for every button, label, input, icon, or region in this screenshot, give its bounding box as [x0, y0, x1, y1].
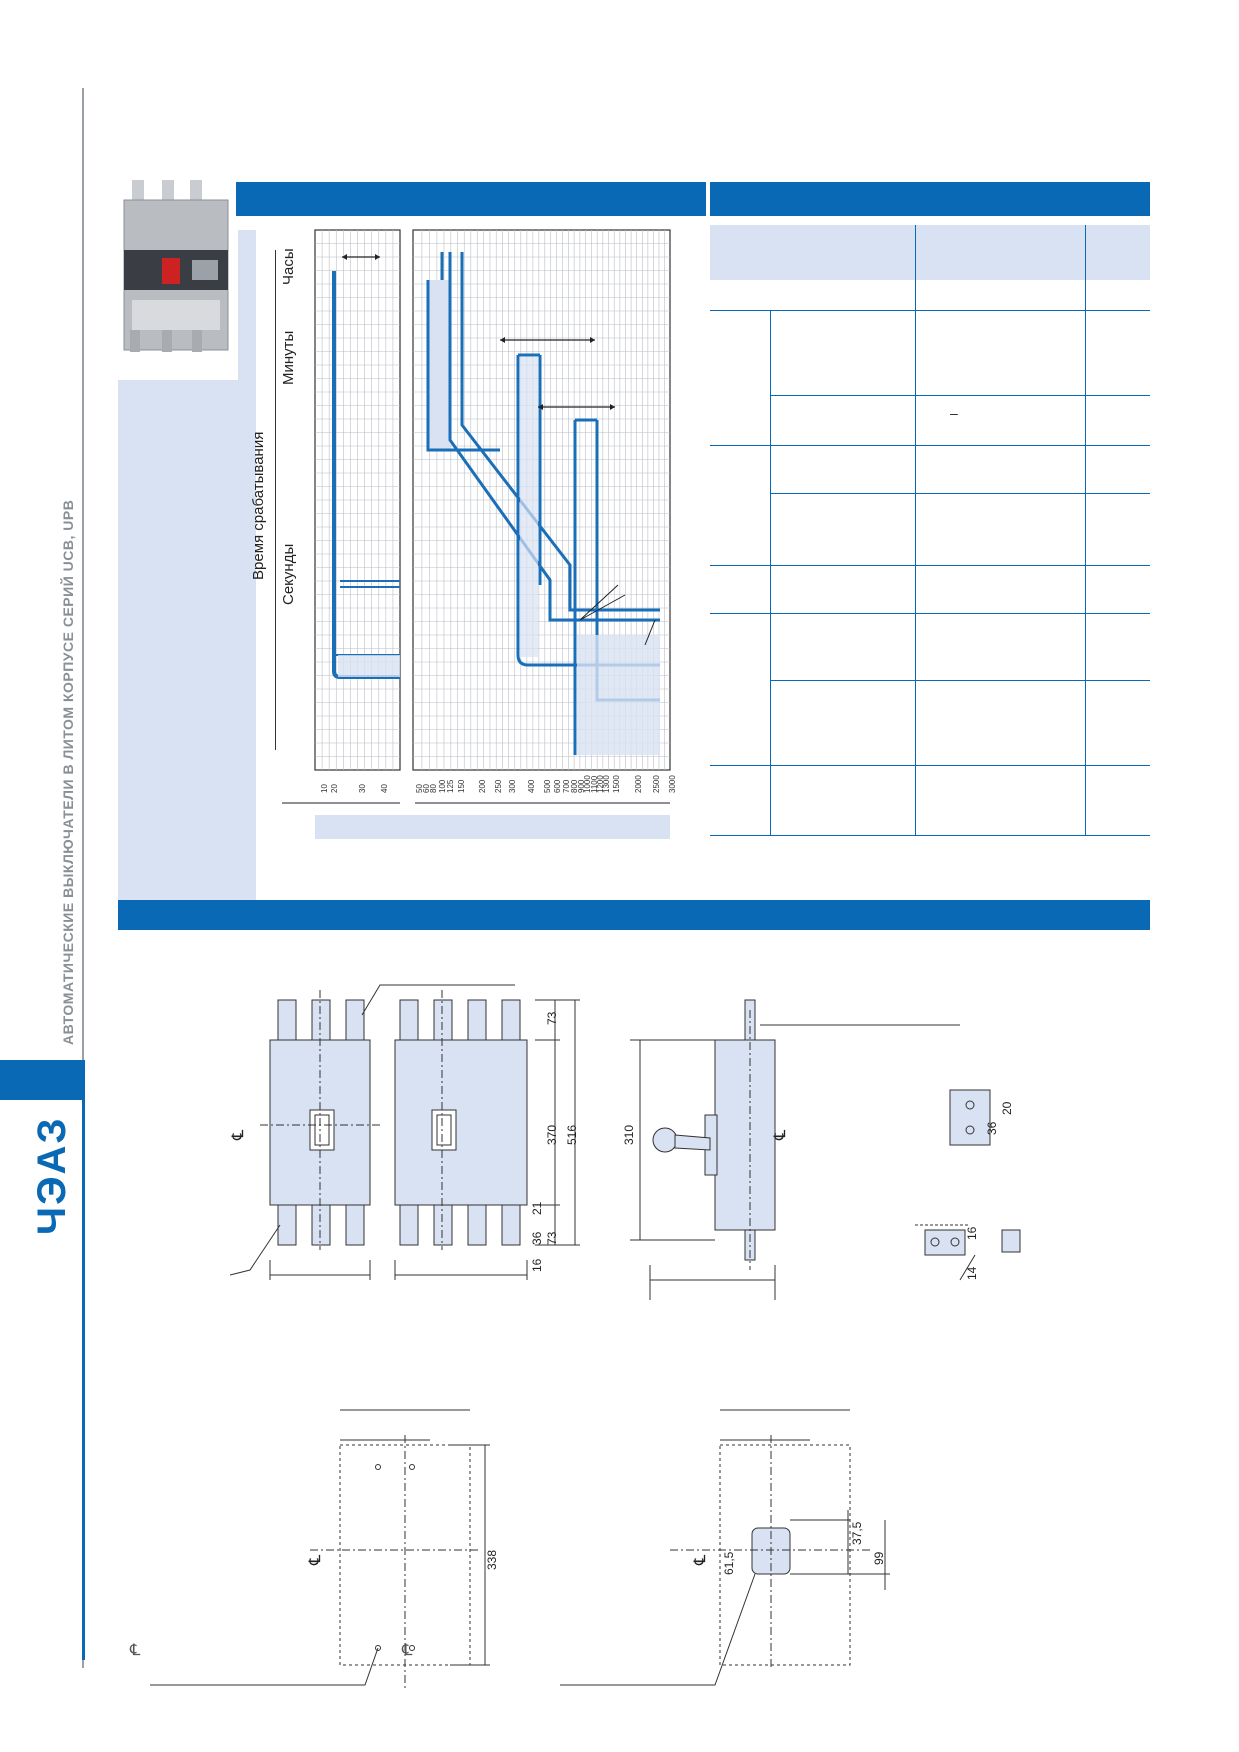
drawings-header-bar — [118, 900, 1150, 930]
dim-terminal-36: 36 — [985, 1121, 999, 1135]
table-row-line — [770, 493, 1150, 494]
front-view-drawing — [229, 984, 580, 1280]
dim-36: 36 — [530, 1231, 544, 1245]
table-row-line — [710, 835, 1150, 836]
dim-bar-16: 16 — [965, 1226, 979, 1240]
dim-21: 21 — [530, 1201, 544, 1215]
x-tick-label: 600 — [553, 779, 562, 793]
x-tick-label: 80 — [429, 784, 438, 793]
x-tick-label: 1500 — [612, 775, 621, 793]
brand-logo: ЧЭАЗ — [30, 1116, 74, 1235]
x-tick-label: 1300 — [602, 775, 611, 793]
x-tick-label: 400 — [527, 779, 536, 793]
table-dash: – — [950, 405, 958, 421]
chart-header-bar — [236, 182, 706, 216]
centerline-mark: ℄ — [230, 1129, 247, 1140]
x-tick-label: 3000 — [668, 775, 677, 793]
dim-516: 516 — [565, 1124, 579, 1145]
bottom-centerline-symbol: ℄ — [130, 1642, 141, 1659]
table-col-line — [915, 225, 916, 835]
panel-cutout — [560, 1409, 890, 1686]
table-col-line — [1085, 225, 1086, 835]
chart-frame-panel — [238, 230, 256, 900]
x-tick-label: 125 — [446, 779, 455, 793]
table-header-bar — [710, 182, 1150, 216]
dim-bar-14: 14 — [965, 1266, 979, 1280]
sidebar-title: АВТОМАТИЧЕСКИЕ ВЫКЛЮЧАТЕЛИ В ЛИТОМ КОРПУ… — [60, 499, 76, 1045]
bottom-centerline-symbol-2: ℄ — [402, 1642, 413, 1659]
dim-73-top: 73 — [545, 1011, 559, 1025]
table-row-line — [710, 445, 1150, 446]
dim-61-5: 61,5 — [722, 1551, 736, 1575]
table-head-row — [710, 225, 1150, 280]
table-row-line — [770, 395, 1150, 396]
x-tick-label: 20 — [330, 784, 339, 793]
spec-table: – — [710, 225, 1150, 845]
x-axis-label-band — [315, 815, 670, 839]
panel-centerline: ℄ — [692, 1554, 709, 1565]
x-tick-label: 10 — [320, 784, 329, 793]
side-centerline: ℄ — [772, 1129, 789, 1140]
dim-310: 310 — [622, 1124, 636, 1145]
dim-338: 338 — [485, 1549, 499, 1570]
sidebar-accent-bar — [0, 1060, 84, 1100]
dim-73-bottom: 73 — [545, 1231, 559, 1245]
dim-370: 370 — [545, 1124, 559, 1145]
table-row-line — [710, 565, 1150, 566]
sidebar-accent-line — [82, 1060, 85, 1660]
x-tick-label: 2000 — [634, 775, 643, 793]
table-row-line — [770, 680, 1150, 681]
x-tick-label: 40 — [380, 784, 389, 793]
dim-terminal-20: 20 — [1000, 1101, 1014, 1115]
chart-grid — [282, 229, 671, 804]
cutout-centerline: ℄ — [307, 1554, 324, 1565]
table-row-line — [710, 310, 1150, 311]
table-row-line — [710, 765, 1150, 766]
margin-rule — [82, 88, 84, 1668]
x-tick-label: 200 — [478, 779, 487, 793]
left-panel — [118, 380, 238, 900]
mounting-cutout — [150, 1409, 490, 1690]
table-col-line — [770, 310, 771, 835]
side-view-drawing — [630, 999, 960, 1300]
x-tick-label: 500 — [543, 779, 552, 793]
dim-37-5: 37,5 — [850, 1521, 864, 1545]
x-tick-label: 250 — [494, 779, 503, 793]
trip-curve-chart: Время срабатывания Секунды Минуты Часы — [240, 225, 700, 839]
terminal-detail — [915, 1089, 1021, 1281]
table-row-line — [710, 613, 1150, 614]
x-tick-label: 30 — [358, 784, 367, 793]
x-tick-label: 2500 — [652, 775, 661, 793]
dim-16: 16 — [530, 1258, 544, 1272]
product-photo — [122, 180, 230, 360]
x-tick-label: 300 — [508, 779, 517, 793]
x-tick-label: 150 — [457, 779, 466, 793]
dim-99: 99 — [872, 1551, 886, 1565]
y-axis-line — [275, 250, 276, 750]
